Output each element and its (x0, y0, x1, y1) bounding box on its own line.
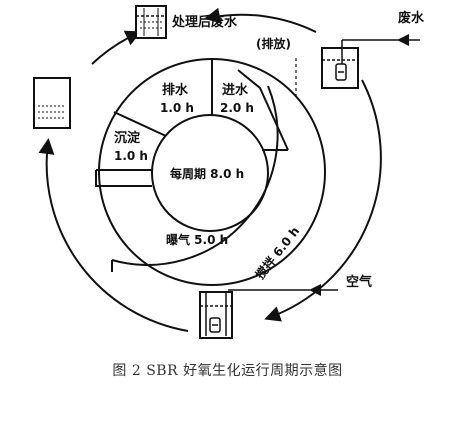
outer-cycle-arc-bottomleft (38, 138, 189, 332)
settle-phase-time: 1.0 h (114, 149, 148, 163)
drain-phase-name: 排水 (162, 82, 189, 98)
treated-water-label: 处理后废水 (171, 14, 238, 30)
drain-phase-time: 1.0 h (160, 101, 194, 115)
settle-phase-name: 沉淀 (114, 130, 141, 146)
aeration-step (95, 170, 152, 187)
stir-arc (111, 85, 279, 266)
wastewater-label: 废水 (398, 10, 425, 26)
aeration-tank (199, 291, 233, 339)
outer-cycle-arc-top (91, 30, 142, 65)
fill-phase-hook (237, 69, 289, 151)
outer-cycle-arc-right (264, 79, 382, 322)
divider-drain-settle (113, 111, 167, 137)
settling-tank (33, 77, 71, 129)
treated-water-tank (135, 5, 167, 39)
drain-note-label: (排放) (256, 36, 291, 51)
middle-ring (98, 58, 326, 286)
outer-cycle-arc-topright (204, 7, 317, 33)
air-label: 空气 (346, 274, 372, 290)
fill-phase-time: 2.0 h (220, 101, 254, 115)
inner-circle (151, 114, 269, 232)
cycle-label: 每周期 8.0 h (170, 166, 244, 181)
stir-label: 搅拌 6.0 h (252, 223, 302, 281)
figure-caption: 图 2 SBR 好氧生化运行周期示意图 (112, 363, 343, 379)
fill-phase-name: 进水 (222, 82, 249, 98)
influent-tank (321, 39, 400, 89)
aeration-label: 曝气 5.0 h (166, 232, 228, 247)
